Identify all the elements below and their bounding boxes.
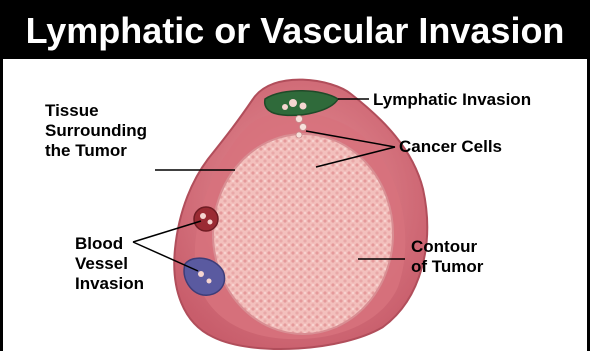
label-line: Surrounding bbox=[45, 121, 147, 141]
cancer-cell bbox=[200, 213, 206, 219]
tumor-mass bbox=[213, 134, 393, 334]
diagram-title: Lymphatic or Vascular Invasion bbox=[3, 3, 587, 59]
label-line: Blood bbox=[75, 234, 144, 254]
blood-vessel-red bbox=[194, 207, 218, 231]
label-line: Invasion bbox=[75, 274, 144, 294]
label-text: Lymphatic Invasion bbox=[373, 90, 531, 109]
label-line: Contour bbox=[411, 237, 483, 257]
label-line: Vessel bbox=[75, 254, 144, 274]
cancer-cell bbox=[282, 104, 288, 110]
cancer-cell bbox=[300, 124, 307, 131]
cancer-cell bbox=[296, 116, 303, 123]
label-blood-vessel-invasion: Blood Vessel Invasion bbox=[75, 234, 144, 294]
label-tissue-surrounding: Tissue Surrounding the Tumor bbox=[45, 101, 147, 161]
label-line: Tissue bbox=[45, 101, 147, 121]
label-lymphatic-invasion: Lymphatic Invasion bbox=[373, 90, 531, 110]
label-text: Cancer Cells bbox=[399, 137, 502, 156]
label-contour-of-tumor: Contour of Tumor bbox=[411, 237, 483, 277]
cancer-cell bbox=[296, 132, 302, 138]
label-line: the Tumor bbox=[45, 141, 147, 161]
label-line: of Tumor bbox=[411, 257, 483, 277]
cancer-cell bbox=[207, 279, 212, 284]
cancer-cell bbox=[300, 103, 307, 110]
cancer-cell bbox=[208, 220, 213, 225]
cancer-cell bbox=[289, 99, 297, 107]
label-cancer-cells: Cancer Cells bbox=[399, 137, 502, 157]
cancer-cell bbox=[198, 271, 204, 277]
